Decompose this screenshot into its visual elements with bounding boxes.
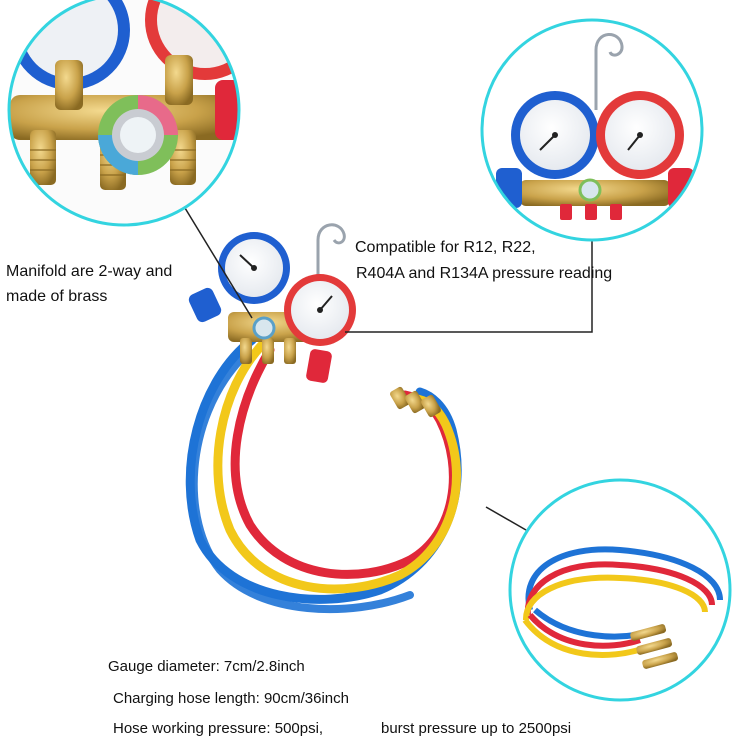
spec-hose-pressure-b: burst pressure up to 2500psi	[381, 720, 572, 737]
manifold-callout-line1: Manifold are 2-way and	[6, 263, 173, 280]
spec-gauge-diameter: Gauge diameter: 7cm/2.8inch	[108, 658, 305, 675]
compat-callout-line2: R404A and R134A pressure reading	[356, 265, 613, 282]
zoom-circle-hoses	[508, 478, 732, 702]
zoom-circle-manifold	[7, 0, 241, 227]
spec-hose-pressure-a: Hose working pressure: 500psi,	[113, 720, 324, 737]
callout-lines	[184, 207, 593, 531]
spec-hose-length: Charging hose length: 90cm/36inch	[113, 690, 349, 707]
manifold-callout-line2: made of brass	[6, 288, 108, 305]
main-manifold	[188, 223, 356, 383]
main-hoses	[185, 335, 462, 614]
compat-callout-line1: Compatible for R12, R22,	[355, 239, 536, 256]
zoom-circle-gauges	[480, 18, 704, 242]
